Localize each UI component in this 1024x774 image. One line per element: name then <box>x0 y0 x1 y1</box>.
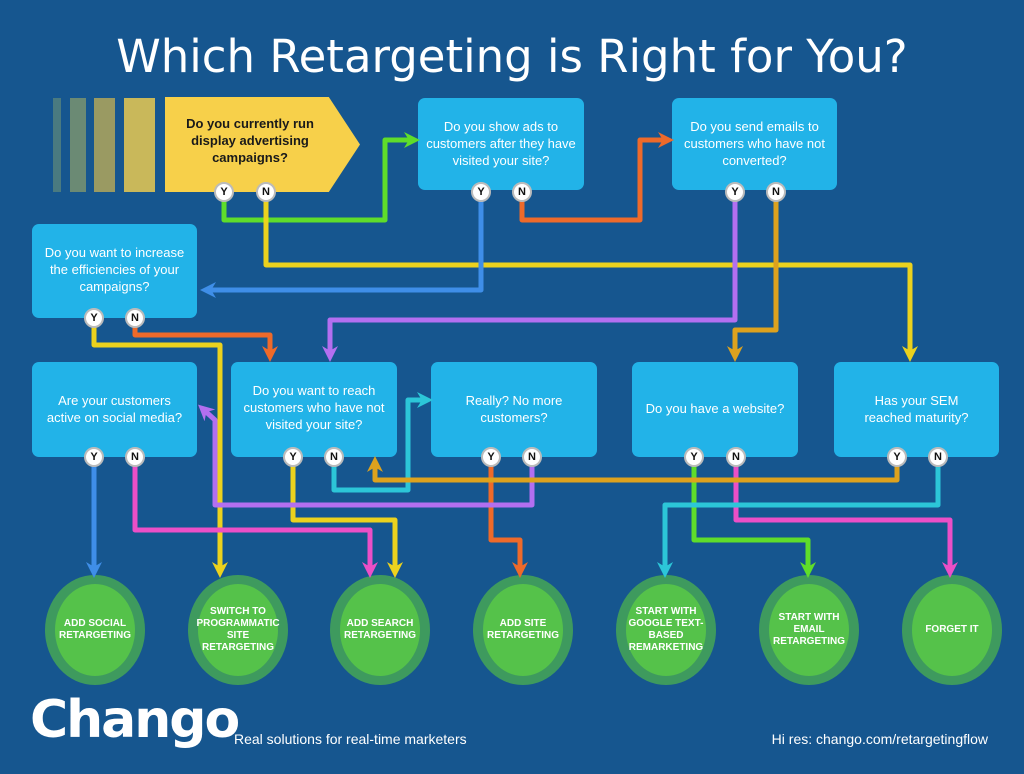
outcome-forget-it: FORGET IT <box>902 575 1002 685</box>
hi-res-link[interactable]: Hi res: chango.com/retargetingflow <box>771 731 988 747</box>
question-text: Do you show ads to customers after they … <box>426 119 576 168</box>
connector-q6-no <box>331 391 434 493</box>
outcome-label: START WITH GOOGLE TEXT-BASED REMARKETING <box>626 584 706 676</box>
question-sem-maturity: Has your SEM reached maturity? <box>834 362 999 457</box>
yes-badge: Y <box>725 182 745 202</box>
outcome-label: START WITH EMAIL RETARGETING <box>769 584 849 676</box>
connector-q3-no <box>726 189 779 363</box>
outcome-site-retargeting: ADD SITE RETARGETING <box>473 575 573 685</box>
yes-badge: Y <box>471 182 491 202</box>
decorative-stripe <box>70 98 86 192</box>
no-badge: N <box>928 447 948 467</box>
connector-q5-no <box>132 454 379 579</box>
outcome-label: ADD SITE RETARGETING <box>483 584 563 676</box>
connector-q2-no <box>519 131 675 223</box>
no-badge: N <box>726 447 746 467</box>
connector-q4-yes <box>91 315 229 579</box>
yes-badge: Y <box>84 447 104 467</box>
yes-badge: Y <box>214 182 234 202</box>
connector-q9-no <box>656 454 941 579</box>
outcome-google-remarketing: START WITH GOOGLE TEXT-BASED REMARKETING <box>616 575 716 685</box>
outcome-label: ADD SOCIAL RETARGETING <box>55 584 135 676</box>
connector-q9-yes <box>366 454 900 483</box>
yes-badge: Y <box>84 308 104 328</box>
question-display-advertising: Do you currently run display advertising… <box>165 97 360 192</box>
yes-badge: Y <box>887 447 907 467</box>
question-text: Do you send emails to customers who have… <box>684 119 825 168</box>
no-badge: N <box>766 182 786 202</box>
chango-logo: Chango <box>30 690 240 750</box>
question-reach-customers: Do you want to reach customers who have … <box>231 362 397 457</box>
connector-q6-yes <box>290 454 404 579</box>
question-text: Are your customers active on social medi… <box>46 393 183 425</box>
outcome-programmatic-retargeting: SWITCH TO PROGRAMMATIC SITE RETARGETING <box>188 575 288 685</box>
question-efficiencies: Do you want to increase the efficiencies… <box>32 224 197 318</box>
decorative-stripe <box>94 98 115 192</box>
decorative-stripe <box>124 98 155 192</box>
outcome-label: SWITCH TO PROGRAMMATIC SITE RETARGETING <box>196 584 280 676</box>
no-badge: N <box>324 447 344 467</box>
question-send-emails: Do you send emails to customers who have… <box>672 98 837 190</box>
no-badge: N <box>125 308 145 328</box>
question-text: Do you want to reach customers who have … <box>243 383 385 432</box>
question-website: Do you have a website? <box>632 362 798 457</box>
connector-q2-yes <box>199 189 484 299</box>
connector-q7-no <box>198 404 535 508</box>
yes-badge: Y <box>283 447 303 467</box>
no-badge: N <box>522 447 542 467</box>
connector-q8-no <box>733 454 959 579</box>
connector-q1-no <box>263 189 919 363</box>
outcome-label: FORGET IT <box>912 584 992 676</box>
question-show-ads: Do you show ads to customers after they … <box>418 98 584 190</box>
question-social-media: Are your customers active on social medi… <box>32 362 197 457</box>
question-text: Do you have a website? <box>645 401 785 416</box>
outcome-label: ADD SEARCH RETARGETING <box>340 584 420 676</box>
connector-q7-yes <box>488 454 529 579</box>
no-badge: N <box>125 447 145 467</box>
no-badge: N <box>512 182 532 202</box>
tagline: Real solutions for real-time marketers <box>234 731 467 747</box>
outcome-social-retargeting: ADD SOCIAL RETARGETING <box>45 575 145 685</box>
outcome-email-retargeting: START WITH EMAIL RETARGETING <box>759 575 859 685</box>
yes-badge: Y <box>684 447 704 467</box>
yes-badge: Y <box>481 447 501 467</box>
question-text: Has your SEM reached maturity? <box>864 393 969 425</box>
decorative-stripe <box>53 98 61 192</box>
connector-q3-yes <box>321 189 738 363</box>
connector-q4-no <box>132 315 279 363</box>
question-text: Really? No more customers? <box>465 393 563 425</box>
no-badge: N <box>256 182 276 202</box>
page-title: Which Retargeting is Right for You? <box>116 30 908 83</box>
connector-q1-yes <box>221 131 421 223</box>
connector-q8-yes <box>691 454 817 579</box>
question-really: Really? No more customers? <box>431 362 597 457</box>
outcome-search-retargeting: ADD SEARCH RETARGETING <box>330 575 430 685</box>
question-text: Do you want to increase the efficiencies… <box>44 245 185 294</box>
